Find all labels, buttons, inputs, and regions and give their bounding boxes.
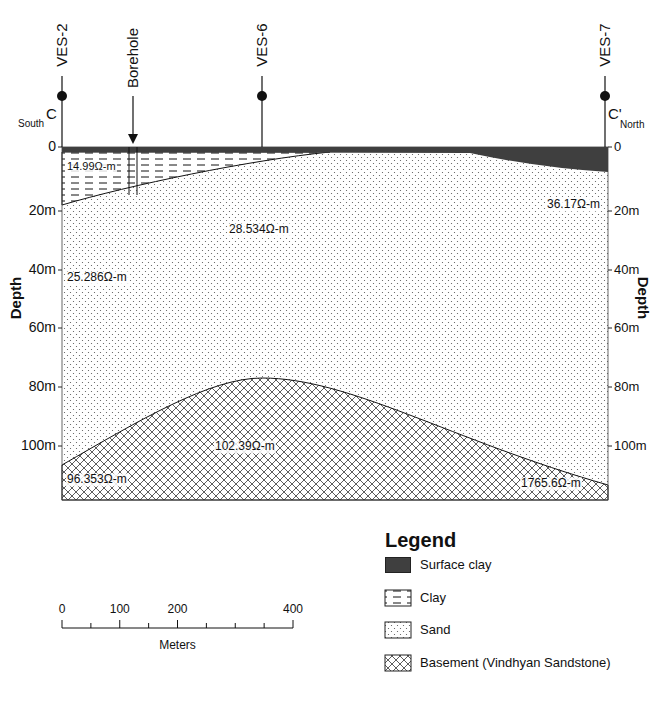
depth-tick-label: 100m — [614, 439, 647, 453]
scale-tick — [90, 623, 91, 628]
basement-layer — [62, 378, 608, 500]
sand-texture — [62, 147, 608, 500]
scale-bar — [62, 620, 293, 628]
sand-layer — [62, 147, 608, 500]
scale-tick — [119, 620, 120, 628]
resistivity-value: 25.286Ω-m — [66, 271, 128, 284]
clay-ground — [62, 152, 330, 205]
basement-ground — [62, 378, 608, 500]
legend-clay-swatch — [385, 590, 411, 606]
borehole-casing — [129, 147, 137, 195]
depth-tick-label: 80m — [29, 379, 56, 394]
borehole-arrow — [128, 134, 138, 144]
scale-tick — [148, 623, 149, 628]
station-name: VES-2 — [54, 23, 71, 66]
scale-tick — [235, 623, 236, 628]
depth-tick-label: 0 — [614, 140, 621, 154]
station-name: VES-7 — [597, 23, 614, 66]
resistivity-value: 1765.6Ω-m — [520, 477, 582, 490]
scale-label: 200 — [167, 603, 187, 616]
resistivity-value: 96.353Ω-m — [66, 473, 128, 486]
depth-tick-label: 80m — [614, 380, 639, 394]
axis-title: Depth — [635, 277, 652, 320]
scale-tick — [177, 620, 178, 628]
section-frame — [62, 147, 608, 500]
scale-tick — [264, 623, 265, 628]
scale-tick — [206, 623, 207, 628]
scale-label: 0 — [59, 603, 66, 616]
resistivity-value: 14.99Ω-m — [66, 160, 117, 172]
scale-label: 400 — [283, 603, 303, 616]
depth-tick-label: 40m — [29, 262, 56, 277]
scale-label: 100 — [110, 603, 130, 616]
depth-tick-label: 100m — [21, 438, 56, 453]
legend-text: Surface clay — [420, 558, 492, 572]
legend-title: Legend — [385, 529, 456, 551]
scale-tick — [62, 620, 63, 628]
legend-text: Sand — [420, 623, 450, 637]
resistivity-value: 28.534Ω-m — [228, 223, 290, 236]
scale-unit: Meters — [159, 639, 196, 652]
station-dot — [257, 91, 267, 101]
clay-layer — [62, 152, 330, 205]
direction-label: South — [18, 118, 44, 129]
station-dot — [600, 91, 610, 101]
legend-text: Basement (Vindhyan Sandstone) — [420, 656, 611, 670]
station-dot — [57, 91, 67, 101]
depth-tick-label: 0 — [48, 139, 56, 154]
depth-tick-label: 60m — [614, 321, 639, 335]
legend-basement-swatch — [385, 655, 411, 671]
station-name: VES-6 — [254, 23, 271, 66]
depth-tick-label: 40m — [614, 263, 639, 277]
direction-label: North — [620, 119, 644, 130]
resistivity-value: 36.17Ω-m — [546, 198, 601, 211]
axis-title: Depth — [8, 277, 25, 320]
legend-sand-swatch — [385, 622, 411, 638]
depth-tick-label: 20m — [614, 204, 639, 218]
resistivity-value: 102.39Ω-m — [214, 440, 276, 453]
borehole-label: Borehole — [125, 28, 142, 88]
depth-tick-label: 20m — [29, 203, 56, 218]
legend-text: Clay — [420, 591, 446, 605]
section-end-label: C' — [608, 106, 622, 123]
legend-swatch — [385, 557, 411, 573]
depth-tick-label: 60m — [29, 320, 56, 335]
section-end-label: C — [46, 106, 57, 123]
scale-tick — [293, 620, 294, 628]
surface-clay-layer — [62, 147, 608, 172]
depth-ticks — [58, 147, 612, 446]
station-markers — [62, 76, 605, 147]
